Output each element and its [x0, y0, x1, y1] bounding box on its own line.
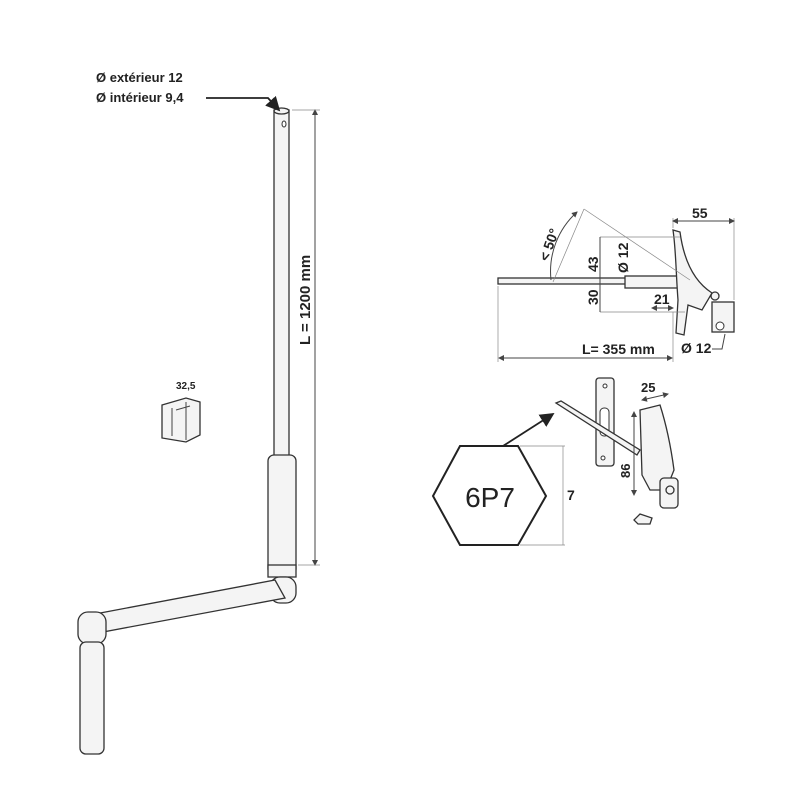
angle-label: < 50° [536, 226, 562, 263]
hexagon-profile: 6P7 [431, 445, 548, 546]
dim-43: 43 [585, 256, 601, 272]
rod-diameter-label: Ø 12 [615, 242, 631, 273]
dim-25: 25 [641, 380, 655, 395]
bracket-assembly-view [554, 377, 679, 525]
dim-55: 55 [692, 205, 708, 221]
dim-21: 21 [654, 291, 670, 307]
length-dimension: L = 1200 mm [292, 109, 320, 566]
dim-86: 86 [618, 464, 633, 478]
crank-arm [94, 579, 287, 633]
inner-diameter-label: Ø intérieur 9,4 [96, 90, 184, 105]
joint-diameter-label: Ø 12 [681, 340, 712, 356]
crank-grip-sleeve [267, 454, 297, 578]
bracket-side-view [497, 229, 735, 336]
length-label: L = 1200 mm [297, 255, 314, 345]
length-355-label: L= 355 mm [582, 341, 655, 357]
outer-diameter-label: Ø extérieur 12 [96, 70, 183, 85]
hex-dim: 7 [567, 487, 575, 503]
dim-30: 30 [585, 289, 601, 305]
crank-rod [273, 107, 290, 461]
hex-label: 6P7 [465, 482, 515, 513]
hex-pointer-arrow [502, 413, 555, 447]
clip-part [161, 397, 201, 443]
diameter-leader-arrow [206, 95, 281, 112]
clip-width-label: 32,5 [176, 381, 196, 392]
crank-handle [77, 611, 107, 755]
